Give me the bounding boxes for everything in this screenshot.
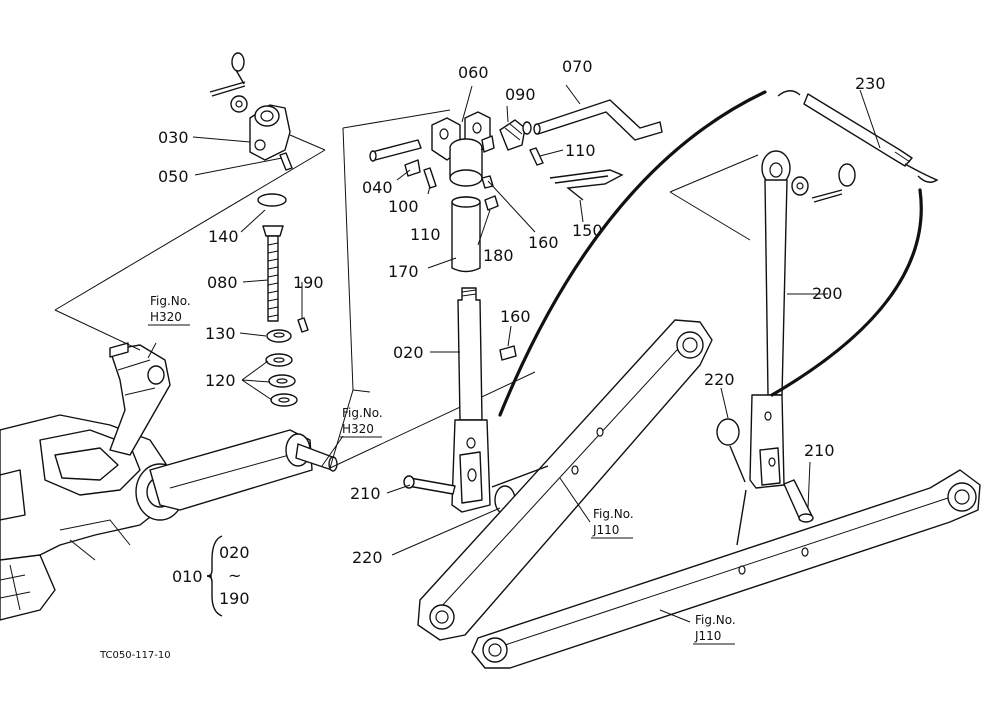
svg-text:190: 190 [219,589,250,608]
svg-text:H320: H320 [150,310,182,324]
pin-050 [279,152,293,171]
nut-130 [266,329,292,343]
callout-190: 190 [293,273,324,292]
crank-handle-070 [533,99,663,141]
grease-fitting-180 [484,195,499,211]
callout-180: 180 [483,246,514,265]
fig-ref-j110-bot: Fig.No. J110 [693,613,736,645]
lynch-pin-top [209,52,246,97]
assembly-leader-1 [491,465,549,488]
lower-link-arm-left [149,429,338,511]
assembly-leader-3 [729,445,746,483]
svg-text:Fig.No.: Fig.No. [695,613,736,627]
callout-210-left: 210 [350,484,381,503]
diagram-code: TC050-117-10 [99,650,171,661]
pin-110-left [423,167,437,189]
pin-110-right [529,147,544,166]
assembly-outline-left [54,134,326,351]
dome-cap-140 [257,193,287,207]
callout-100: 100 [388,197,419,216]
assembly-arc-2 [770,188,923,397]
tractor-rear-housing [0,414,185,621]
assembly-leader-2 [736,489,747,546]
lower-link-rear [471,469,981,669]
callout-150: 150 [572,221,603,240]
callout-040: 040 [362,178,393,197]
washers-120 [265,353,298,407]
svg-text:J110: J110 [694,629,721,643]
svg-text:010: 010 [172,567,203,586]
fig-ref-h320-top: Fig.No. H320 [148,294,191,326]
svg-text:020: 020 [219,543,250,562]
callout-220-right: 220 [704,370,735,389]
callout-130: 130 [205,324,236,343]
svg-text:~: ~ [228,566,241,585]
check-chain-230 [777,90,939,183]
plug-160-lower [499,345,517,361]
yoke-060 [431,111,495,187]
threaded-rod-080 [262,225,284,322]
assembly-arc-1 [498,90,767,417]
fig-ref-h320-mid: Fig.No. H320 [340,406,383,438]
lynch-pin-right [811,163,856,203]
callout-210-right: 210 [804,441,835,460]
pin-040 [369,139,422,162]
assembly-outline-center [329,109,536,469]
callout-labels: 030 050 140 080 190 130 120 060 070 090 … [158,57,886,567]
callout-050: 050 [158,167,189,186]
callout-170: 170 [388,262,419,281]
callout-070: 070 [562,57,593,76]
svg-text:Fig.No.: Fig.No. [342,406,383,420]
pin-210-left [407,477,456,495]
plug-160-upper [481,175,494,189]
callout-120: 120 [205,371,236,390]
svg-text:Fig.No.: Fig.No. [150,294,191,308]
svg-text:J110: J110 [592,523,619,537]
callout-030: 030 [158,128,189,147]
svg-text:H320: H320 [342,422,374,436]
swivel-block-030 [249,104,291,161]
knob-090 [499,119,532,151]
upper-link-bracket [109,342,171,456]
callout-020: 020 [393,343,424,362]
callout-110-left: 110 [410,225,441,244]
callout-110-right: 110 [565,141,596,160]
lift-rod-200 [749,150,791,489]
callout-230: 230 [855,74,886,93]
callout-060: 060 [458,63,489,82]
callout-140: 140 [208,227,239,246]
pin-210-right [783,479,814,523]
pin-190 [297,317,309,333]
leader-lines [147,84,881,623]
snap-ring-220-right [716,418,740,446]
assembly-outline-right [669,154,759,241]
callout-220-left: 220 [352,548,383,567]
range-group-010: 010 020 ~ 190 [172,535,250,617]
bushing-100 [404,159,421,177]
callout-160-lower: 160 [500,307,531,326]
lower-link-front [417,319,713,641]
callout-200: 200 [812,284,843,303]
callout-080: 080 [207,273,238,292]
sleeve-170 [451,196,481,273]
svg-text:Fig.No.: Fig.No. [593,507,634,521]
spring-clip-150 [549,169,624,201]
top-link-body-020 [451,287,491,513]
fig-ref-j110-mid: Fig.No. J110 [591,507,634,539]
callout-090: 090 [505,85,536,104]
callout-160-upper: 160 [528,233,559,252]
